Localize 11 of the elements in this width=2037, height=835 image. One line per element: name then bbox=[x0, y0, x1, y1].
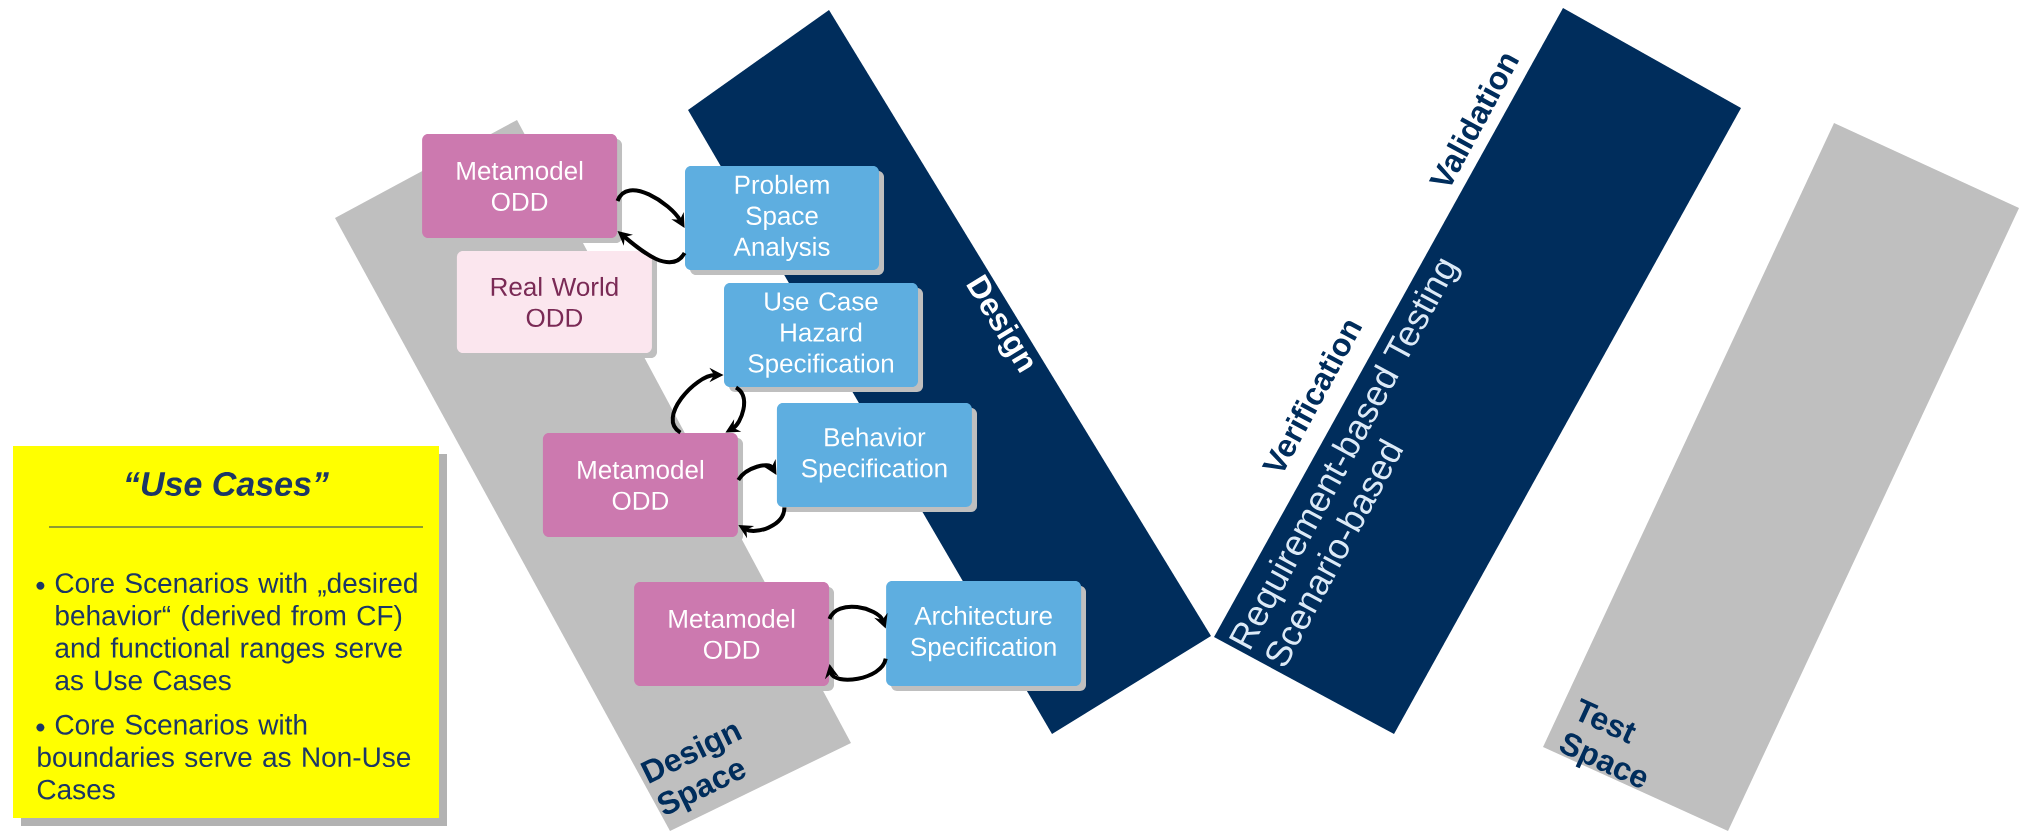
process-box: Behavior Specification bbox=[776, 403, 977, 512]
cycle-arrow bbox=[736, 459, 777, 482]
process-box: Problem Space Analysis bbox=[685, 166, 884, 275]
note-box: “Use Cases” Core Scenarios with „desired behavior“ (derived from CF) and functional ranges serve as Use Cases Core Scenarios with boundaries serve as Non-Use Cases bbox=[13, 446, 447, 826]
process-box: Architecture Specification bbox=[886, 581, 1086, 691]
process-box: Use Case Hazard Specification bbox=[724, 283, 923, 392]
metamodel-box: Metamodel ODD bbox=[634, 582, 834, 691]
metamodel-box: Metamodel ODD bbox=[542, 433, 743, 542]
metamodel-box: Metamodel ODD bbox=[422, 134, 622, 243]
odd-box: Real World ODD bbox=[456, 251, 657, 358]
cycle-arrow bbox=[824, 657, 888, 682]
